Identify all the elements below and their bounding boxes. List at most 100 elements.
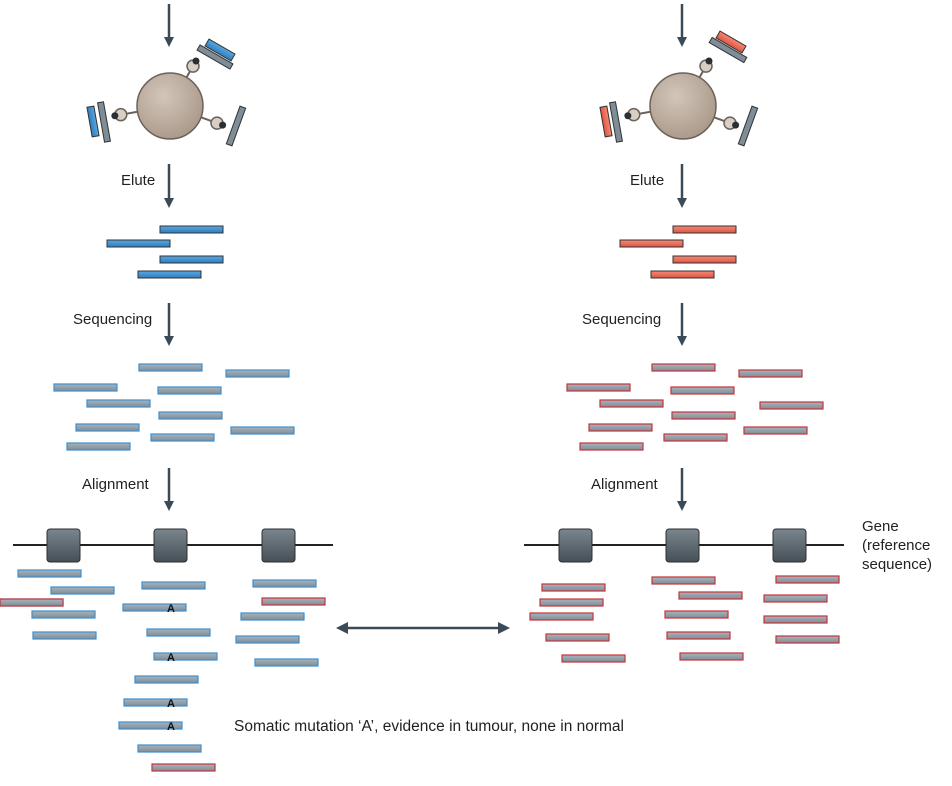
- comparison-arrow-right-head: [498, 622, 510, 634]
- eluted-fragment-red: [650, 270, 715, 279]
- aligned-read-tumour: [235, 635, 300, 644]
- eluted-fragment-blue: [106, 239, 171, 248]
- gene-label-line1: Gene: [862, 518, 899, 535]
- aligned-read-normal: [651, 576, 716, 585]
- sequenced-read-normal: [743, 426, 808, 435]
- aligned-read-tumour-normal-origin: [0, 598, 64, 607]
- exon-block: [153, 528, 188, 563]
- aligned-read-normal: [541, 583, 606, 592]
- sequenced-read-tumour: [53, 383, 118, 392]
- sequenced-read-normal: [738, 369, 803, 378]
- aligned-read-normal: [545, 633, 610, 642]
- aligned-read-tumour: [141, 581, 206, 590]
- eluted-fragment-blue: [159, 255, 224, 264]
- capture-bead-group: [624, 57, 740, 140]
- aligned-read-tumour: [252, 579, 317, 588]
- sequenced-read-tumour: [230, 426, 295, 435]
- exon-block: [558, 528, 593, 563]
- aligned-read-normal: [664, 610, 729, 619]
- alignment-label-left: Alignment: [82, 476, 149, 493]
- mutation-base-label: A: [167, 721, 175, 733]
- sequenced-read-tumour: [157, 386, 222, 395]
- comparison-arrow-left-head: [336, 622, 348, 634]
- aligned-read-normal: [529, 612, 594, 621]
- aligned-read-tumour: [17, 569, 82, 578]
- aligned-read-normal: [679, 652, 744, 661]
- exon-block: [772, 528, 807, 563]
- aligned-read-tumour-normal-origin: [261, 597, 326, 606]
- exon-block: [46, 528, 81, 563]
- sequenced-read-tumour: [86, 399, 151, 408]
- aligned-read-with-mutation: [153, 652, 218, 661]
- aligned-read-normal: [666, 631, 731, 640]
- probe-bait: [708, 36, 748, 64]
- aligned-read-normal: [561, 654, 626, 663]
- captured-fragment-red: [599, 105, 613, 138]
- gene-label-line3: sequence): [862, 556, 933, 573]
- probe-anchor: [732, 121, 740, 129]
- exon-block: [665, 528, 700, 563]
- aligned-read-normal: [763, 594, 828, 603]
- sequencing-label-left: Sequencing: [73, 311, 153, 328]
- probe-anchor: [219, 121, 227, 129]
- aligned-read-tumour: [50, 586, 115, 595]
- sequenced-read-tumour: [158, 411, 223, 420]
- aligned-read-normal: [775, 635, 840, 644]
- capture-bead-group: [111, 57, 227, 140]
- gene-reference-label: Gene (reference sequence): [862, 517, 932, 574]
- probe-bait: [225, 105, 247, 147]
- captured-fragment-red: [715, 30, 747, 54]
- somatic-mutation-caption: Somatic mutation ‘A’, evidence in tumour…: [234, 718, 624, 735]
- aligned-read-normal: [678, 591, 743, 600]
- bead: [136, 72, 204, 140]
- aligned-read-tumour: [146, 628, 211, 637]
- alignment-label-right: Alignment: [591, 476, 658, 493]
- eluted-fragment-red: [672, 255, 737, 264]
- probe-bait: [196, 44, 234, 70]
- aligned-read-tumour: [137, 744, 202, 753]
- aligned-read-tumour: [134, 675, 199, 684]
- gene-label-line2: (reference: [862, 537, 931, 554]
- aligned-read-tumour-normal-origin: [151, 763, 216, 772]
- sequenced-read-normal: [588, 423, 653, 432]
- mutation-base-label: A: [167, 603, 175, 615]
- sequencing-label-right: Sequencing: [582, 311, 662, 328]
- sequenced-read-normal: [671, 411, 736, 420]
- mutation-base-label: A: [167, 652, 175, 664]
- sequenced-read-normal: [759, 401, 824, 410]
- aligned-read-with-mutation: [123, 698, 188, 707]
- sequenced-read-normal: [663, 433, 728, 442]
- aligned-read-normal: [539, 598, 604, 607]
- sequenced-read-normal: [651, 363, 716, 372]
- aligned-read-tumour: [254, 658, 319, 667]
- sequenced-read-tumour: [150, 433, 215, 442]
- probe-anchor: [192, 57, 200, 65]
- elute-label-right: Elute: [630, 172, 665, 189]
- sequenced-read-normal: [599, 399, 664, 408]
- aligned-read-with-mutation: [118, 721, 183, 730]
- aligned-read-normal: [775, 575, 840, 584]
- eluted-fragment-red: [672, 225, 737, 234]
- aligned-read-tumour: [32, 631, 97, 640]
- aligned-read-with-mutation: [122, 603, 187, 612]
- sequenced-read-tumour: [225, 369, 290, 378]
- captured-fragment-blue: [204, 38, 236, 62]
- sequenced-read-normal: [566, 383, 631, 392]
- probe-bait: [96, 101, 112, 143]
- exon-block: [261, 528, 296, 563]
- elute-label-left: Elute: [121, 172, 156, 189]
- aligned-read-tumour: [240, 612, 305, 621]
- eluted-fragment-red: [619, 239, 684, 248]
- aligned-read-normal: [763, 615, 828, 624]
- mutation-base-label: A: [167, 698, 175, 710]
- bead: [649, 72, 717, 140]
- captured-fragment-blue: [86, 105, 100, 138]
- probe-bait: [737, 105, 759, 147]
- probe-anchor: [624, 112, 632, 120]
- eluted-fragment-blue: [159, 225, 224, 234]
- sequenced-read-tumour: [66, 442, 131, 451]
- sequenced-read-normal: [670, 386, 735, 395]
- aligned-read-tumour: [31, 610, 96, 619]
